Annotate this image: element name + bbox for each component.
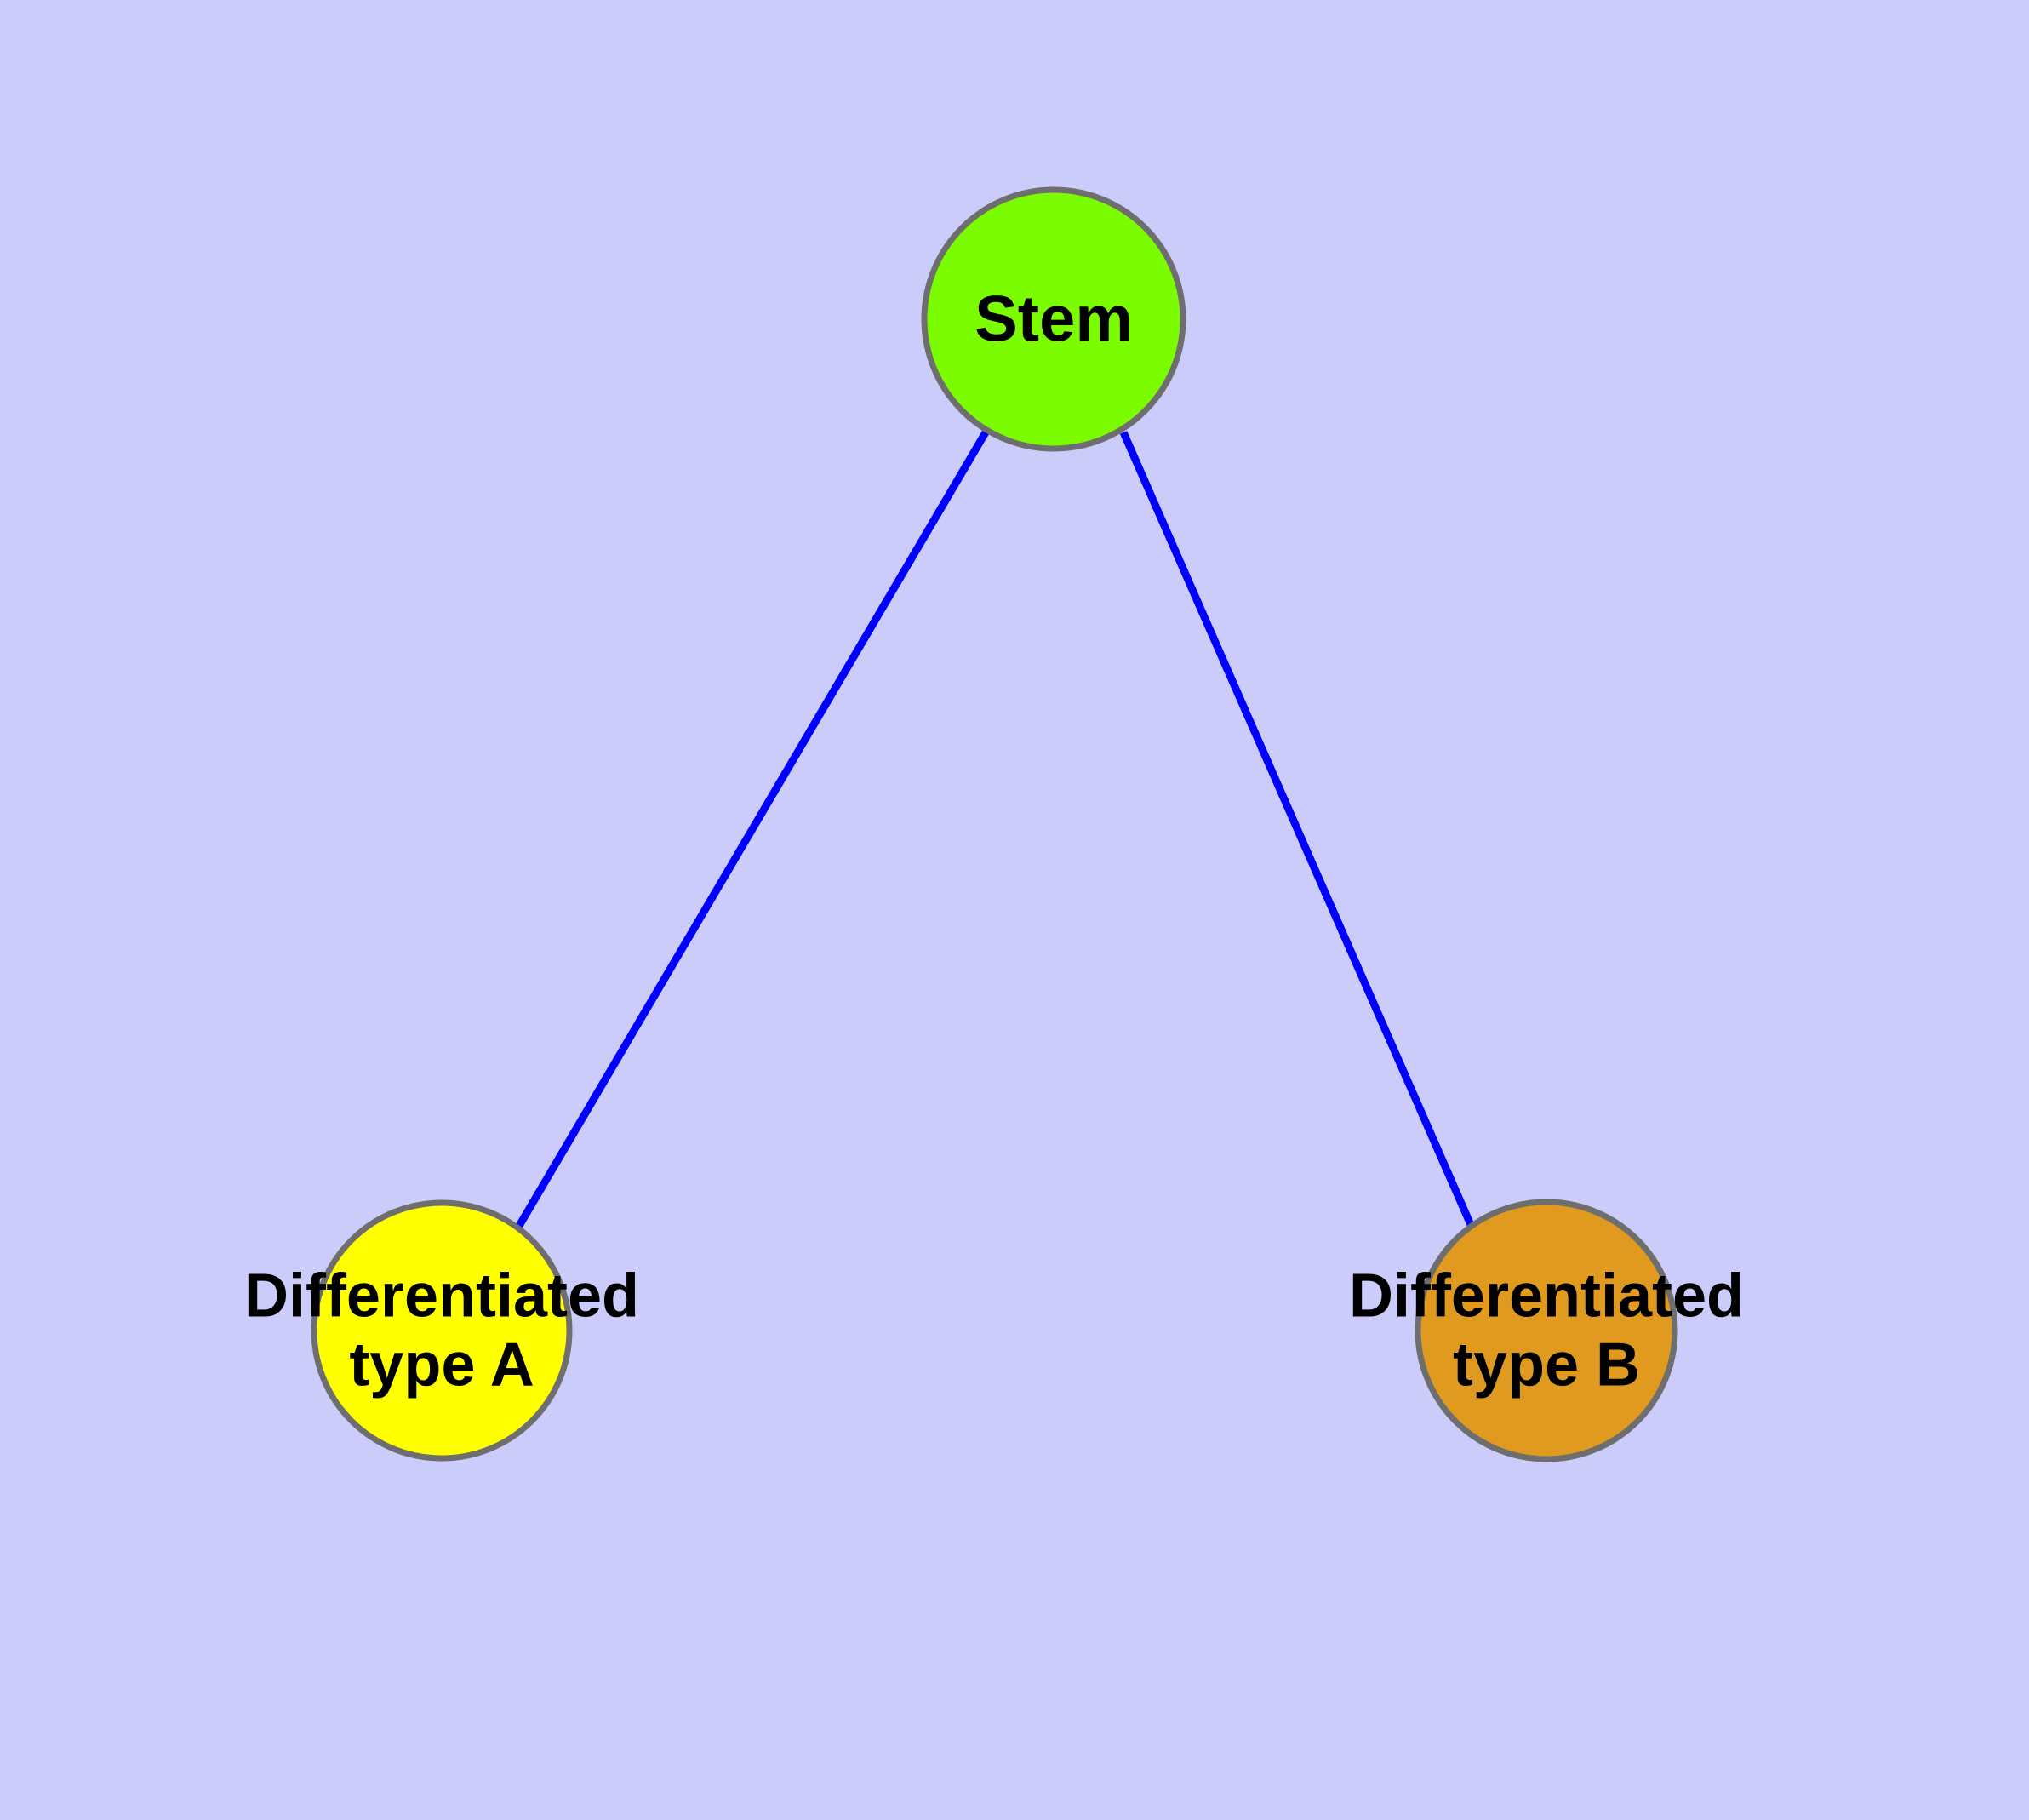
edge-stem-to-diff-a[interactable] — [516, 430, 989, 1228]
node-differentiated-type-a[interactable] — [311, 1199, 573, 1462]
edge-stem-to-diff-b[interactable] — [1119, 431, 1476, 1228]
node-differentiated-type-b[interactable] — [1415, 1199, 1678, 1462]
edge-layer — [516, 430, 1476, 1228]
node-stem[interactable] — [921, 186, 1186, 452]
node-layer — [311, 186, 1678, 1462]
